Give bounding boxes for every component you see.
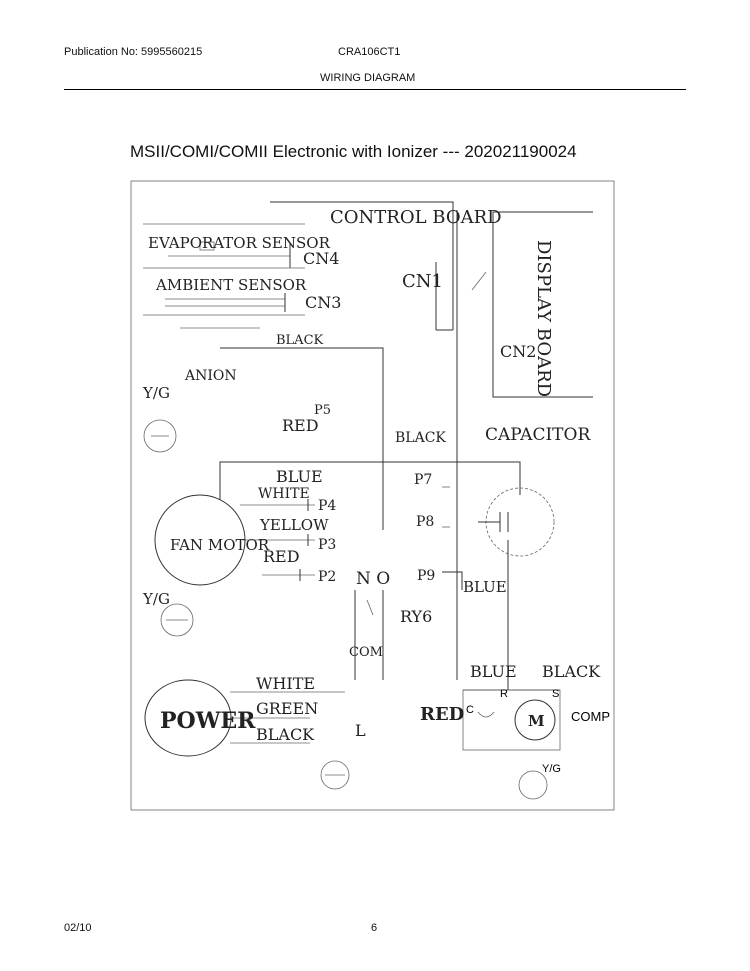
label-control-board: CONTROL BOARD [330,207,502,228]
label-ambient-sensor: AMBIENT SENSOR [155,276,307,294]
label-p3: P3 [318,537,336,553]
label-power: POWER [160,708,256,734]
black-wire-top [220,347,384,530]
label-blue-fan: BLUE [276,467,323,486]
label-black-comp: BLACK [542,662,601,681]
label-p7: P7 [414,472,432,488]
label-yellow-fan: YELLOW [259,516,329,534]
compressor-motor [514,699,556,741]
label-terminal-c: C [466,704,474,716]
label-com: COM [349,645,383,660]
label-green-power: GREEN [256,699,318,718]
label-p2: P2 [318,569,336,585]
label-capacitor: CAPACITOR [485,425,591,445]
comp-c-terminal [477,711,495,718]
label-cn2: CN2 [500,342,536,361]
label-blue-p9: BLUE [463,578,507,596]
compressor-box [462,689,561,751]
label-blue-comp: BLUE [470,662,517,681]
label-p9: P9 [417,568,435,584]
label-red-bottom: RED [420,704,464,725]
display-link [471,271,487,291]
label-yg-2: Y/G [142,590,170,608]
label-black-power: BLACK [256,725,315,744]
label-comp: COMP [571,709,610,724]
relay-switch [366,599,374,616]
label-display-board: DISPLAY BOARD [533,240,554,397]
label-p8: P8 [416,514,434,530]
display-board-outline [492,211,593,398]
label-white-fan: WHITE [258,486,310,502]
label-p5: P5 [314,403,331,418]
page-number: 6 [371,922,378,934]
ground-symbol-1 [143,419,177,453]
label-red-fan: RED [263,547,300,566]
p9-blue-wire [442,571,463,590]
label-yg-3: Y/G [542,763,561,775]
label-cn4: CN4 [303,249,339,268]
label-fan-motor: FAN MOTOR [170,536,270,554]
label-evaporator-sensor: EVAPORATOR SENSOR [148,234,331,252]
label-p4: P4 [318,498,336,514]
ground-symbol-3 [518,770,548,800]
publication-number: Publication No: 5995560215 [64,46,203,58]
label-terminal-s: S [552,688,559,700]
label-cn3: CN3 [305,293,341,312]
model-number: CRA106CT1 [338,46,401,58]
fan-blue-wire [219,461,521,500]
ground-symbol-2 [160,603,194,637]
label-red-p5: RED [282,416,319,435]
diagram-frame [130,180,615,811]
label-cn1: CN1 [402,271,443,292]
label-terminal-r: R [500,688,508,700]
header-rule [64,89,686,90]
label-ry6: RY6 [400,607,432,626]
section-title: WIRING DIAGRAM [320,72,416,84]
label-no: N O [356,569,390,589]
ground-symbol-4 [320,760,350,790]
diagram-title: MSII/COMI/COMII Electronic with Ionizer … [130,142,577,161]
control-board-outline [270,201,454,330]
label-l: L [355,721,366,740]
label-motor-m: M [528,712,545,730]
label-black-mid: BLACK [395,430,446,446]
label-yg-1: Y/G [142,384,170,402]
label-anion: ANION [184,368,237,384]
label-black-top: BLACK [276,333,324,348]
label-white-power: WHITE [256,674,315,693]
footer-date: 02/10 [64,922,92,934]
evaporator-sensor-element [199,241,215,251]
